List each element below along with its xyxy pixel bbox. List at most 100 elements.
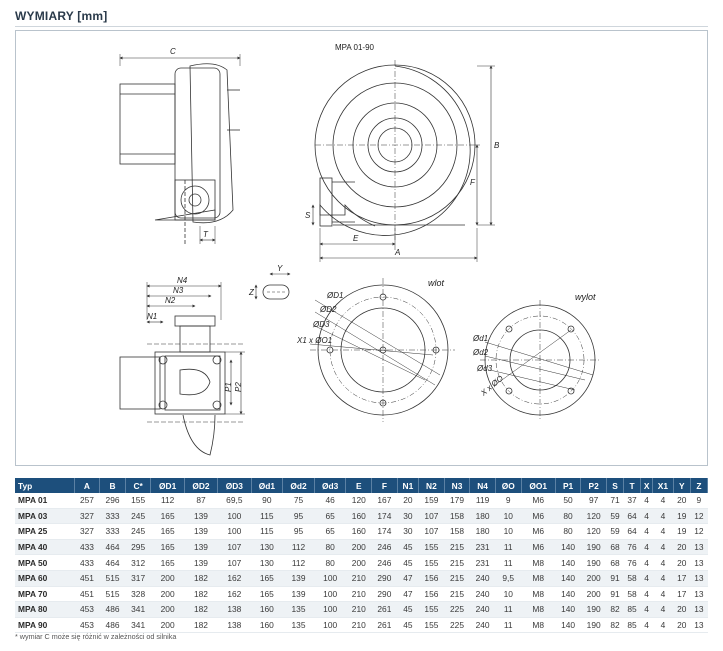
table-cell: 182 [184, 601, 218, 618]
table-cell: 210 [345, 570, 372, 587]
column-header: ØD3 [217, 478, 252, 493]
table-cell: 200 [150, 601, 185, 618]
dim-s-label: S [305, 211, 311, 220]
table-cell: 11 [495, 539, 522, 556]
table-cell: 155 [418, 601, 445, 618]
table-cell: 76 [623, 554, 641, 571]
model-name-cell: MPA 03 [15, 508, 75, 525]
outlet-od3-label: Ød3 [476, 364, 493, 373]
dim-z-label: Z [248, 288, 255, 297]
table-cell: 4 [640, 539, 653, 556]
table-cell: 10 [495, 508, 522, 525]
table-cell: 174 [371, 523, 398, 540]
table-cell: 75 [282, 493, 315, 509]
table-cell: 225 [444, 601, 470, 618]
table-cell: 65 [314, 523, 346, 540]
column-header: Typ [15, 478, 75, 493]
table-cell: 10 [495, 523, 522, 540]
column-header: P2 [580, 478, 607, 493]
table-cell: 20 [673, 554, 691, 571]
table-cell: 451 [74, 586, 100, 603]
table-cell: 4 [652, 539, 674, 556]
table-cell: 165 [150, 508, 185, 525]
column-header: Y [673, 478, 691, 493]
table-cell: 162 [217, 586, 252, 603]
table-cell: 12 [690, 523, 708, 540]
table-cell: 296 [99, 493, 126, 509]
table-cell: 290 [371, 586, 398, 603]
table-cell: 11 [495, 601, 522, 618]
table-cell: 4 [640, 601, 653, 618]
table-cell: 160 [345, 508, 372, 525]
table-cell: 100 [217, 508, 252, 525]
table-cell: 155 [418, 554, 445, 571]
model-name-cell: MPA 50 [15, 554, 75, 571]
table-cell: 4 [652, 493, 674, 509]
table-cell: 327 [74, 508, 100, 525]
table-cell: 182 [184, 586, 218, 603]
column-header: Z [690, 478, 709, 493]
model-name-cell: MPA 90 [15, 617, 75, 634]
table-cell: 13 [690, 617, 708, 634]
table-cell: 71 [606, 493, 624, 509]
column-header: Ød3 [314, 478, 347, 493]
inlet-od2-label: ØD2 [319, 305, 337, 314]
table-cell: 160 [251, 617, 283, 634]
table-cell: 139 [184, 539, 218, 556]
table-cell: 47 [397, 586, 419, 603]
table-cell: 95 [282, 508, 315, 525]
column-header: ØO [495, 478, 522, 493]
table-cell: 190 [580, 617, 607, 634]
table-cell: 120 [580, 523, 607, 540]
table-cell: 140 [555, 601, 581, 618]
table-cell: 20 [673, 601, 691, 618]
footnote: * wymiar C może się różnić w zależności … [15, 632, 177, 641]
dim-t-label: T [203, 230, 209, 239]
table-cell: 100 [217, 523, 252, 540]
outlet-flange: wylot Ød1 Ød2 Ød3 X x ØO [472, 292, 600, 420]
table-cell: 290 [371, 570, 398, 587]
table-cell: 139 [184, 508, 218, 525]
table-cell: 4 [640, 586, 653, 603]
table-cell: 486 [99, 617, 126, 634]
table-cell: 115 [251, 508, 283, 525]
column-header: N1 [397, 478, 420, 493]
table-cell: 65 [314, 508, 346, 525]
table-cell: 4 [640, 570, 653, 587]
table-cell: 155 [418, 539, 445, 556]
table-cell: 4 [640, 508, 653, 525]
column-header: ØD1 [150, 478, 185, 493]
front-view: MPA 01-90 B F S E A [305, 43, 500, 262]
table-cell: 4 [652, 508, 674, 525]
dim-p2-label: P2 [234, 382, 243, 392]
table-cell: 165 [150, 554, 185, 571]
table-cell: 4 [652, 601, 674, 618]
table-cell: 180 [469, 508, 496, 525]
table-cell: 107 [217, 539, 252, 556]
model-name-cell: MPA 70 [15, 586, 75, 603]
table-cell: 20 [673, 539, 691, 556]
table-cell: 85 [623, 617, 641, 634]
table-cell: 20 [673, 617, 691, 634]
side-view: C T [119, 47, 241, 245]
column-header: E [345, 478, 373, 493]
table-cell: 45 [397, 617, 419, 634]
table-cell: 90 [251, 493, 283, 509]
table-cell: 139 [184, 554, 218, 571]
table-cell: 200 [345, 554, 372, 571]
table-cell: M8 [521, 601, 556, 618]
table-cell: 58 [623, 586, 641, 603]
table-cell: M8 [521, 570, 556, 587]
table-cell: 4 [640, 617, 653, 634]
table-cell: 433 [74, 554, 100, 571]
table-cell: 138 [217, 601, 252, 618]
column-header: P1 [555, 478, 582, 493]
table-cell: 140 [555, 554, 581, 571]
table-cell: 120 [580, 508, 607, 525]
column-header: N3 [444, 478, 471, 493]
table-cell: 69,5 [217, 493, 252, 509]
table-cell: 4 [652, 570, 674, 587]
table-cell: 240 [469, 586, 496, 603]
inlet-flange: wlot ØD1 ØD2 ØD3 X1 x ØO1 [296, 278, 455, 422]
